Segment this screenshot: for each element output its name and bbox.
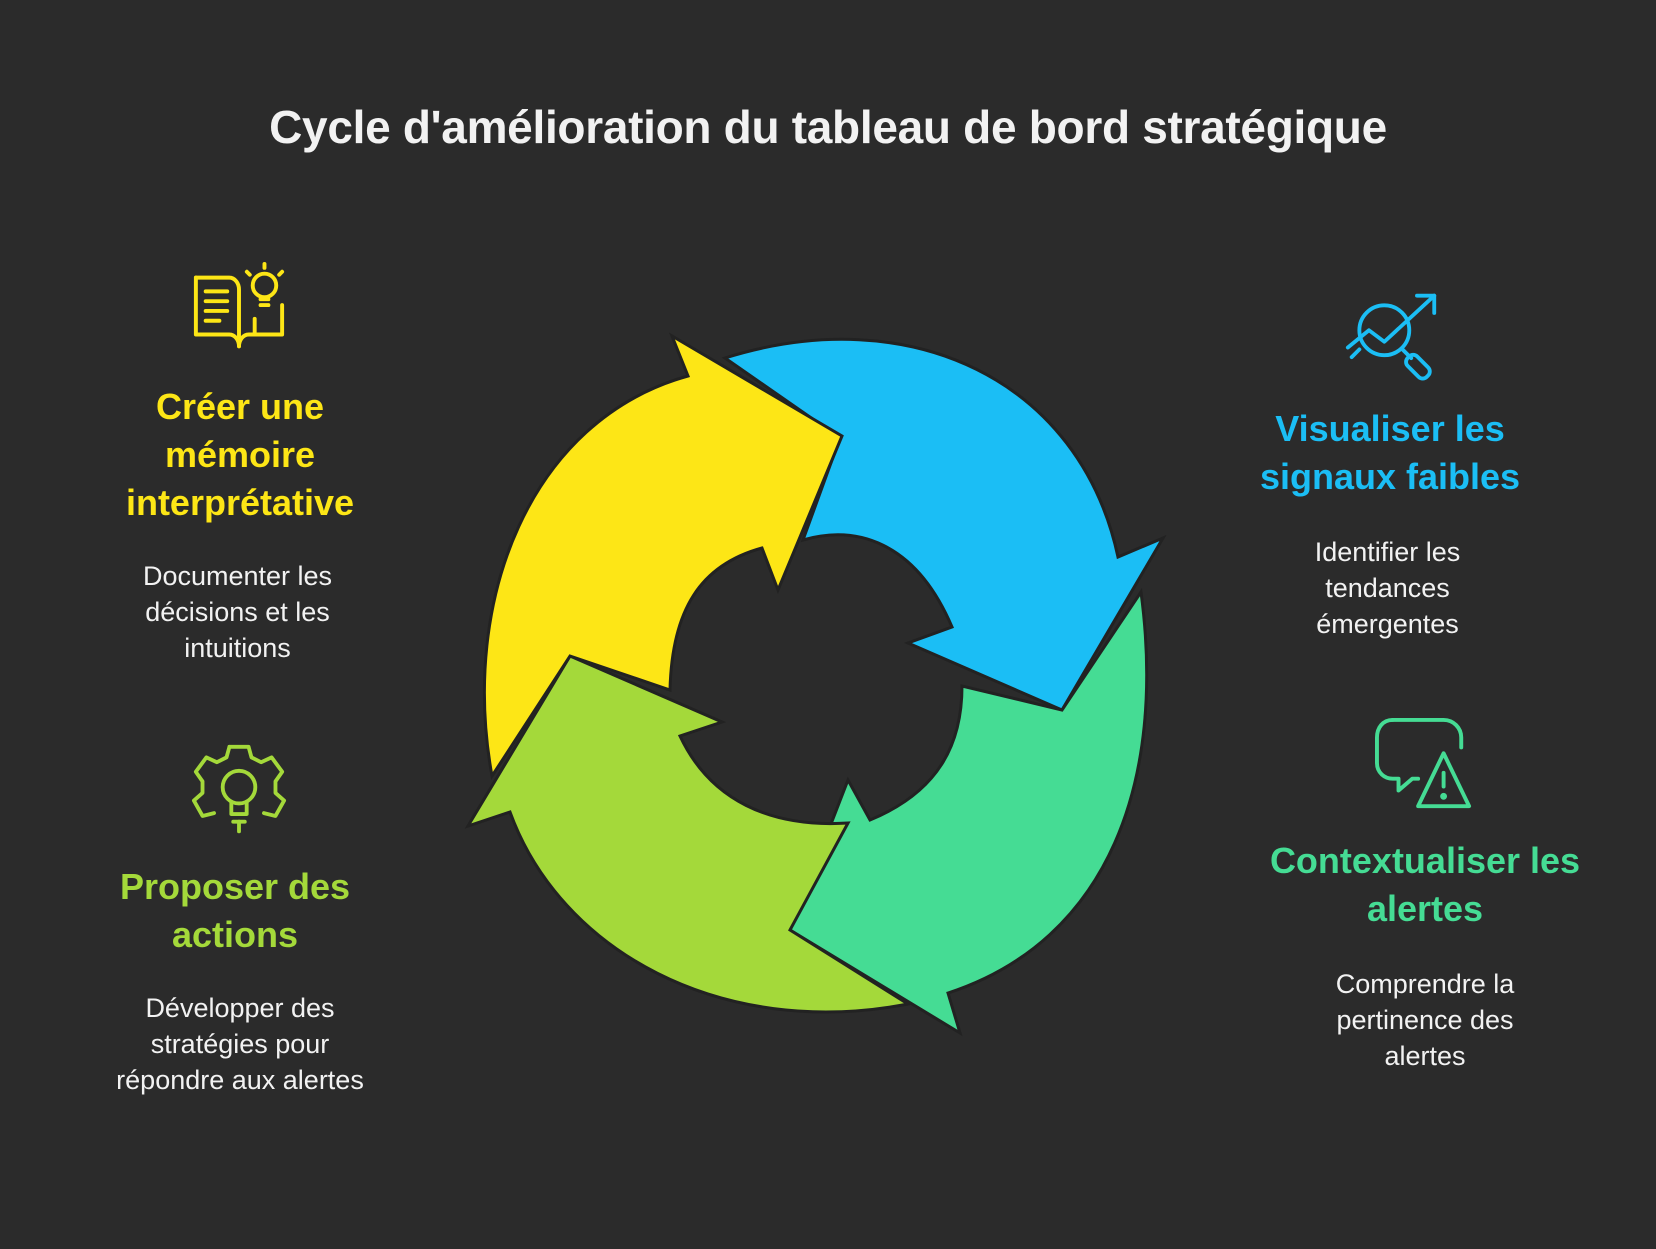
step-title-memoire: Créer une mémoire interprétative xyxy=(125,386,355,523)
gear-lightbulb-icon xyxy=(191,744,287,834)
cycle-arrow-lime xyxy=(464,654,913,1014)
step-title-actions: Proposer des actions xyxy=(119,866,351,955)
cycle-arrow-green xyxy=(788,587,1149,1037)
step-title-alertes: Contextualiser les alertes xyxy=(1269,840,1581,929)
step-desc-signaux: Identifier les tendances émergentes xyxy=(1314,537,1461,639)
page-title: Cycle d'amélioration du tableau de bord … xyxy=(269,101,1387,153)
chat-warning-icon xyxy=(1375,717,1472,809)
step-desc-actions: Développer des stratégies pour répondre … xyxy=(116,993,364,1095)
trend-magnifier-icon xyxy=(1345,293,1437,381)
book-lightbulb-icon xyxy=(193,261,285,349)
step-desc-alertes: Comprendre la pertinence des alertes xyxy=(1335,969,1515,1071)
step-title-signaux: Visualiser les signaux faibles xyxy=(1259,408,1521,497)
step-desc-memoire: Documenter les décisions et les intuitio… xyxy=(142,561,333,663)
cycle-arrow-yellow xyxy=(482,332,844,780)
